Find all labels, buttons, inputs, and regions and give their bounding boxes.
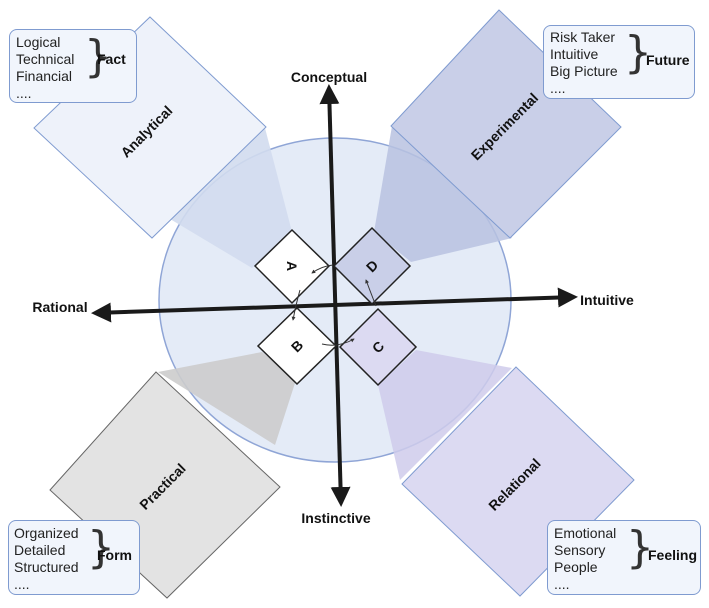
funnel-practical [158,352,296,445]
analytical-items: Logical Technical Financial .... [16,34,75,101]
arrow-to-c [321,338,355,346]
arrow-to-a [311,264,334,274]
funnel-analytical [155,128,292,268]
square-b [256,306,338,386]
relational-info-box: Emotional Sensory People .... } Feeling [547,520,701,595]
arrow-to-b [291,289,301,321]
practical-info-box: Organized Detailed Structured .... } For… [8,520,140,595]
analytical-info-box: Logical Technical Financial .... } Fact [9,29,137,103]
axis-label-right: Intuitive [580,292,634,308]
funnel-relational [378,350,512,480]
relational-items: Emotional Sensory People .... [554,525,617,592]
practical-items: Organized Detailed Structured .... [14,525,79,592]
brace-icon: } [87,522,115,573]
arrow-to-d [365,279,377,307]
axis-label-bottom: Instinctive [301,510,370,526]
square-c [338,307,418,387]
axis-label-left: Rational [32,299,87,315]
brace-icon: } [624,27,652,78]
square-d [332,226,412,306]
analytical-key: Fact [97,51,126,67]
square-a-label: A [284,261,300,271]
square-a [253,228,331,305]
practical-key: Form [97,547,132,563]
relational-key: Feeling [648,547,698,563]
brace-icon: } [626,522,654,573]
funnel-experimental [374,126,512,262]
brace-icon: } [84,31,112,82]
experimental-key: Future [646,52,690,68]
axis-label-top: Conceptual [291,69,367,85]
horizontal-axis [91,287,578,323]
experimental-info-box: Risk Taker Intuitive Big Picture .... } … [543,25,695,99]
experimental-items: Risk Taker Intuitive Big Picture .... [550,29,618,96]
